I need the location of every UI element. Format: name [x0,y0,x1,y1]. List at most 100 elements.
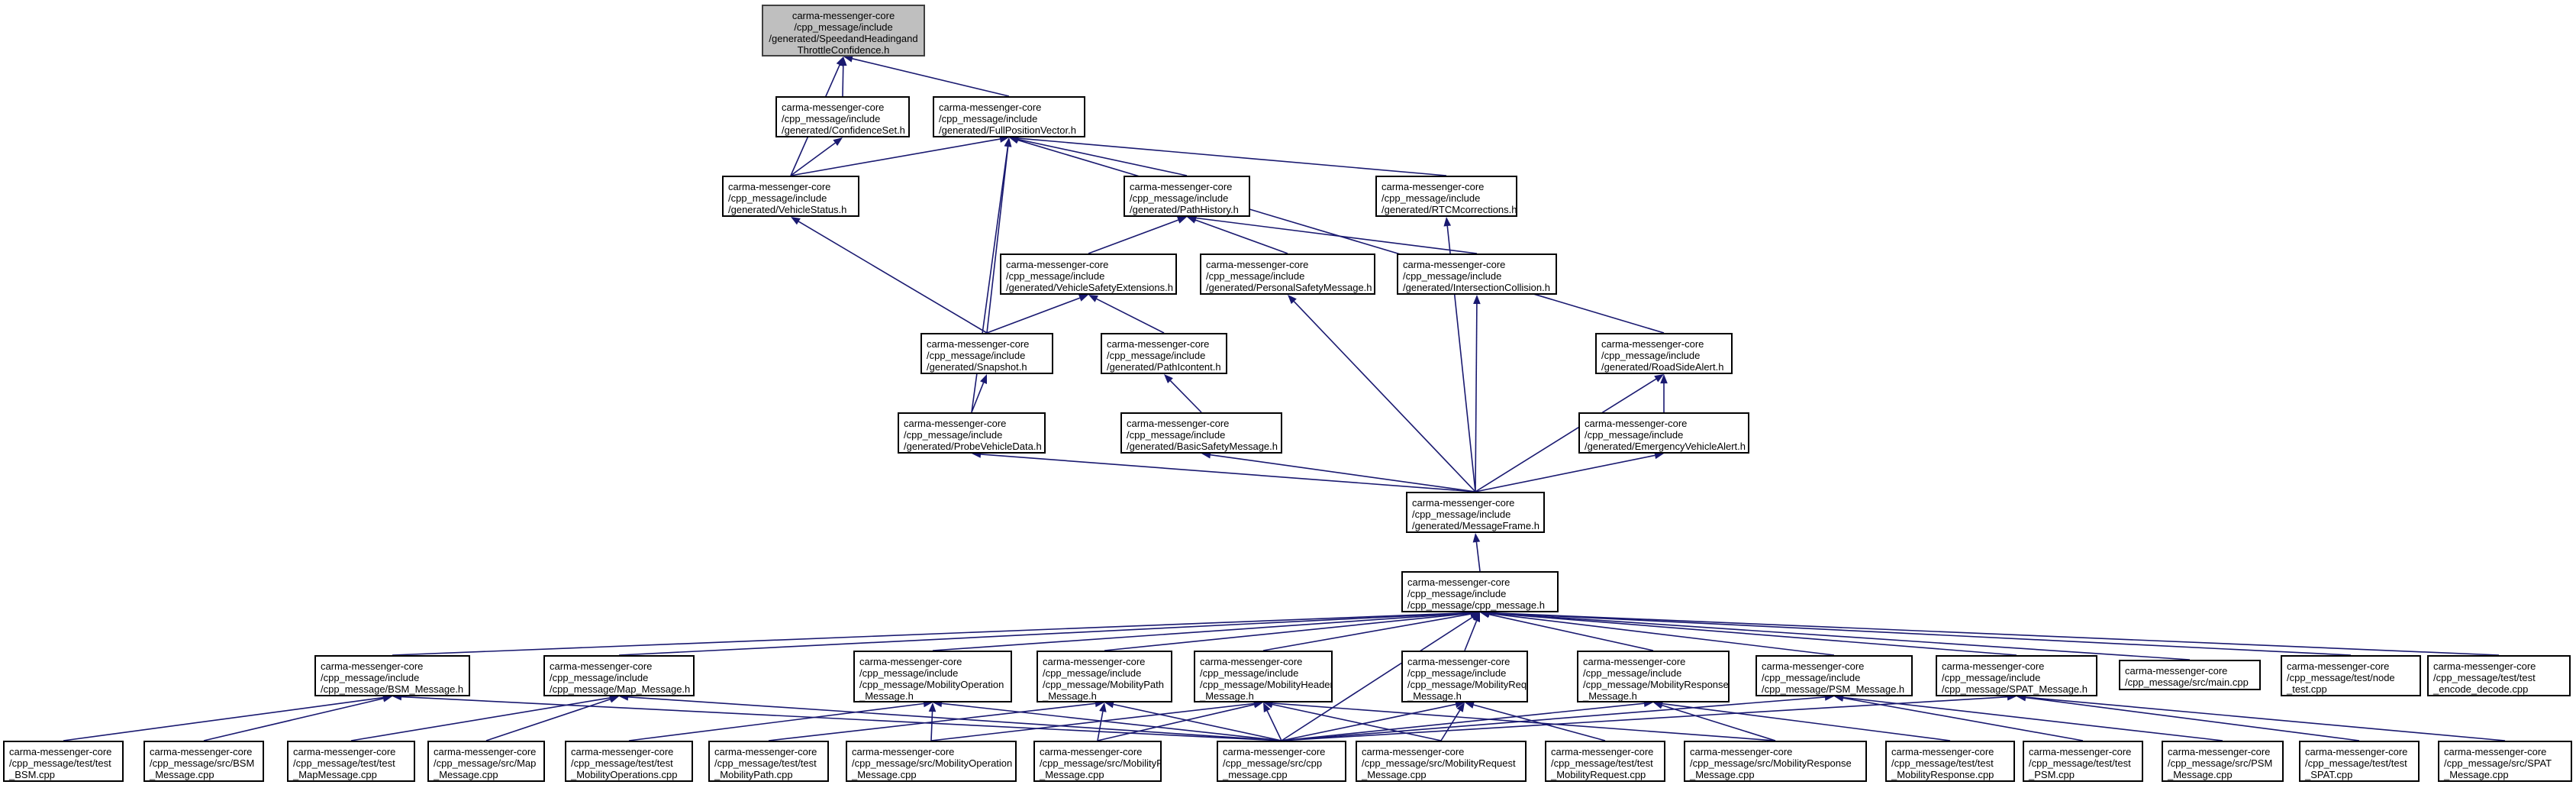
node-label-line: carma-messenger-core [791,10,895,21]
node-label-line: /cpp_message/src/MobilityRequest [1362,757,1516,769]
graph-node-phist[interactable]: carma-messenger-core/cpp_message/include… [1124,176,1250,217]
graph-node-s-map[interactable]: carma-messenger-core/cpp_message/src/Map… [427,741,545,782]
edge-arrowhead [1009,136,1019,144]
graph-node-t-map[interactable]: carma-messenger-core/cpp_message/test/te… [287,741,415,782]
node-label-line: /cpp_message/include [1200,667,1299,679]
graph-node-maph[interactable]: carma-messenger-core/cpp_message/include… [543,655,695,696]
node-label-line: /generated/FullPositionVector.h [939,124,1076,136]
graph-node-psmh[interactable]: carma-messenger-core/cpp_message/include… [1755,655,1913,696]
graph-node-t-mop[interactable]: carma-messenger-core/cpp_message/test/te… [565,741,693,782]
edge-arrowhead [1473,295,1481,305]
graph-node-fpv[interactable]: carma-messenger-core/cpp_message/include… [933,96,1085,137]
node-label-line: /cpp_message/MobilityPath [1043,679,1164,690]
node-label-line: /cpp_message/include [859,667,959,679]
graph-node-eva[interactable]: carma-messenger-core/cpp_message/include… [1578,412,1749,454]
node-label-line: /cpp_message/include [1412,509,1511,520]
node-label-line: _Message.h [1043,690,1097,702]
node-label-line: /cpp_message/include [1206,270,1305,282]
edge-s_mresp-to-mresp [1662,704,1776,741]
graph-node-vstatus[interactable]: carma-messenger-core/cpp_message/include… [722,176,859,217]
graph-node-s-bsm[interactable]: carma-messenger-core/cpp_message/src/BSM… [143,741,264,782]
node-label-line: carma-messenger-core [1551,746,1654,757]
edge-t_mresp-to-mresp [1662,702,1951,741]
edge-s_mreq-to-mhdr [1272,703,1442,741]
node-label-line: /cpp_message/include [1583,667,1682,679]
edge-snap-to-fpv [986,146,1009,334]
edge-snap-to-vse [986,297,1081,334]
node-label-line: _MobilityRequest.cpp [1551,769,1646,780]
graph-node-s-psm[interactable]: carma-messenger-core/cpp_message/src/PSM… [2162,741,2284,782]
edge-s_cpp-to-mresp [1281,702,1645,741]
graph-node-rsa[interactable]: carma-messenger-core/cpp_message/include… [1595,333,1733,374]
node-label-line: /generated/VehicleSafetyExtensions.h [1006,282,1173,293]
edge-s_cpp-to-moph [941,702,1282,741]
graph-node-mhdr[interactable]: carma-messenger-core/cpp_message/include… [1194,651,1333,702]
graph-node-mreq[interactable]: carma-messenger-core/cpp_message/include… [1401,651,1528,702]
node-label-line: /cpp_message/src/MobilityPath [1040,757,1160,769]
node-label-line: /cpp_message/include [1130,192,1229,204]
graph-node-spath[interactable]: carma-messenger-core/cpp_message/include… [1936,655,2097,696]
node-label-line: _Message.cpp [2168,769,2233,780]
graph-node-vse[interactable]: carma-messenger-core/cpp_message/include… [1000,254,1177,295]
graph-node-s-mresp[interactable]: carma-messenger-core/cpp_message/src/Mob… [1684,741,1867,782]
graph-node-t-mresp[interactable]: carma-messenger-core/cpp_message/test/te… [1885,741,2015,782]
edge-arrowhead [791,217,801,225]
node-label-line: /cpp_message/MobilityRequest [1407,679,1527,690]
graph-node-maincpp[interactable]: carma-messenger-core/cpp_message/src/mai… [2119,660,2261,690]
graph-node-t-spat[interactable]: carma-messenger-core/cpp_message/test/te… [2299,741,2420,782]
node-label-line: /cpp_message/test/test [2029,757,2131,769]
node-label-line: carma-messenger-core [2168,746,2271,757]
graph-node-bsm-gen[interactable]: carma-messenger-core/cpp_message/include… [1120,412,1282,454]
node-label-line: /cpp_message/test/test [293,757,395,769]
graph-node-t-mreq[interactable]: carma-messenger-core/cpp_message/test/te… [1545,741,1665,782]
node-label-line: carma-messenger-core [939,102,1042,113]
graph-node-bsmh[interactable]: carma-messenger-core/cpp_message/include… [314,655,470,696]
graph-node-t-psm[interactable]: carma-messenger-core/cpp_message/test/te… [2023,741,2143,782]
edge-arrowhead [1099,702,1107,712]
graph-node-mresp[interactable]: carma-messenger-core/cpp_message/include… [1577,651,1730,702]
graph-node-s-mpath[interactable]: carma-messenger-core/cpp_message/src/Mob… [1033,741,1162,782]
node-label-line: /cpp_message/include [1942,672,2041,683]
graph-node-pi[interactable]: carma-messenger-core/cpp_message/include… [1101,333,1227,374]
node-label-line: _Message.h [1407,690,1462,702]
edge-s_cpp-to-maph [627,696,1282,741]
edge-arrowhead [836,57,843,66]
edge-arrowhead [1465,701,1475,709]
graph-node-s-mreq[interactable]: carma-messenger-core/cpp_message/src/Mob… [1356,741,1527,782]
edge-s_mpath-to-mhdr [1097,703,1255,741]
graph-node-icol[interactable]: carma-messenger-core/cpp_message/include… [1397,254,1557,295]
node-label-line: /generated/EmergencyVehicleAlert.h [1585,441,1746,452]
node-label-line: carma-messenger-core [2029,746,2132,757]
node-label-line: carma-messenger-core [434,746,537,757]
edge-arrowhead [1660,374,1668,384]
graph-node-s-spat[interactable]: carma-messenger-core/cpp_message/src/SPA… [2438,741,2572,782]
graph-node-cpph[interactable]: carma-messenger-core/cpp_message/include… [1401,571,1559,612]
node-label-line: /cpp_message/MobilityResponse [1583,679,1729,690]
graph-node-snap[interactable]: carma-messenger-core/cpp_message/include… [920,333,1053,374]
node-label-line: _Message.h [1583,690,1637,702]
edge-s_mpath-to-mpath [1097,711,1104,741]
node-label-line: _MobilityResponse.cpp [1891,769,1994,780]
graph-node-mf[interactable]: carma-messenger-core/cpp_message/include… [1406,492,1545,533]
graph-node-rtcm[interactable]: carma-messenger-core/cpp_message/include… [1375,176,1517,217]
node-label-line: carma-messenger-core [2433,660,2536,672]
graph-node-t-bsm[interactable]: carma-messenger-core/cpp_message/test/te… [3,741,124,782]
graph-node-pvd[interactable]: carma-messenger-core/cpp_message/include… [898,412,1046,454]
graph-node-mpath[interactable]: carma-messenger-core/cpp_message/include… [1037,651,1172,702]
graph-node-s-cpp[interactable]: carma-messenger-core/cpp_message/src/cpp… [1217,741,1346,782]
graph-node-psm-gen[interactable]: carma-messenger-core/cpp_message/include… [1200,254,1375,295]
graph-node-enctest[interactable]: carma-messenger-core/cpp_message/test/te… [2427,655,2571,696]
edge-enctest-to-cpph [1488,612,2500,656]
graph-node-nodetest[interactable]: carma-messenger-core/cpp_message/test/no… [2281,655,2421,696]
graph-node-confset[interactable]: carma-messenger-core/cpp_message/include… [775,96,910,137]
graph-node-t-mpath[interactable]: carma-messenger-core/cpp_message/test/te… [708,741,829,782]
node-label-line: /cpp_message/include [1107,350,1206,361]
node-label-line: /cpp_message/include [1043,667,1142,679]
graph-node-moph[interactable]: carma-messenger-core/cpp_message/include… [853,651,1012,702]
node-label-line: /cpp_message/MobilityOperation [859,679,1004,690]
node-label-line: carma-messenger-core [550,660,653,672]
graph-node-s-mop[interactable]: carma-messenger-core/cpp_message/src/Mob… [846,741,1017,782]
node-label-line: _MapMessage.cpp [293,769,377,780]
edge-t_mop-to-moph [628,702,924,741]
node-label-line: _SPAT.cpp [2305,769,2353,780]
